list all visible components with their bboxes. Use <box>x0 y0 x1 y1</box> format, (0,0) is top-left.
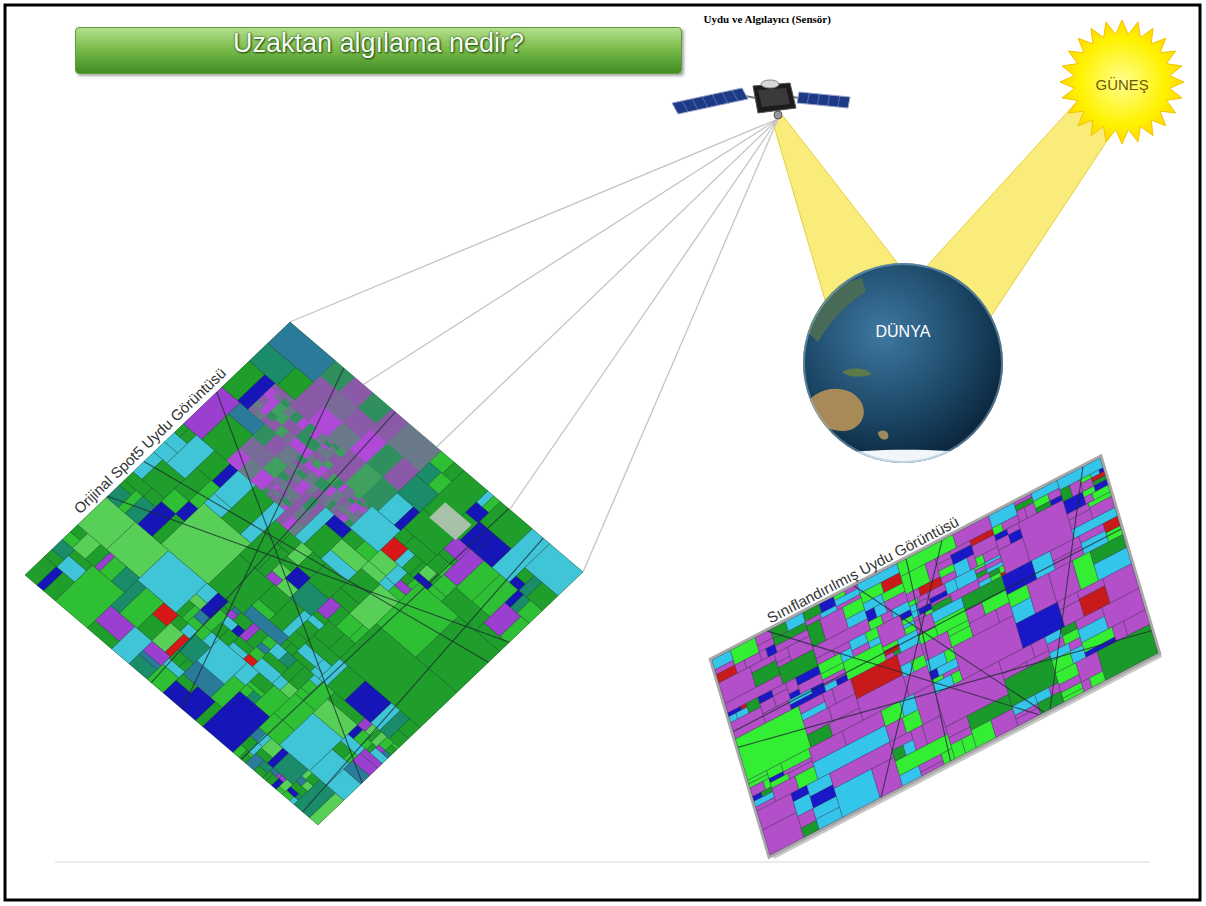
field-patch <box>801 820 819 837</box>
land <box>842 368 872 376</box>
road-line <box>893 559 965 761</box>
field-patch <box>1016 707 1041 725</box>
sensor-lens <box>774 111 782 119</box>
field-patch <box>1089 671 1105 687</box>
road-line <box>79 368 447 709</box>
node-label: GÜNEŞ <box>1096 76 1149 93</box>
panel-grid <box>732 90 738 101</box>
satellite-sensor: Uydu ve Algılayıcı (Sensör) <box>668 6 858 128</box>
title-text: Uzaktan algılama nedir? <box>76 28 681 59</box>
view-line <box>583 119 778 572</box>
road-line <box>108 392 510 746</box>
field-patch <box>834 769 880 817</box>
satellite-body <box>758 88 790 107</box>
solar-panel <box>672 88 748 114</box>
satellite-image-art <box>20 315 595 830</box>
road-line <box>241 506 509 761</box>
sun-star: GÜNEŞ <box>1055 12 1190 152</box>
view-line <box>290 119 778 322</box>
ocean <box>803 263 1003 463</box>
panel-grid <box>807 93 809 104</box>
earth-globe: DÜNYA <box>803 263 1003 463</box>
image-mosaic <box>25 322 583 825</box>
panel-grid <box>702 97 708 108</box>
classified-image-art <box>700 445 1175 865</box>
image-frame <box>712 458 1158 855</box>
view-line <box>363 119 778 385</box>
field-patch <box>1063 688 1084 702</box>
connector <box>290 119 778 572</box>
field-patch <box>921 761 945 776</box>
panel-grid <box>838 96 840 107</box>
view-line <box>510 119 778 510</box>
bottom-rule <box>55 861 1150 863</box>
image-ground <box>25 322 583 825</box>
land <box>878 430 888 439</box>
atmosphere <box>804 264 1002 462</box>
panel-grid <box>722 92 728 103</box>
field-patch <box>816 807 842 829</box>
node-label: Uydu ve Algılayıcı (Sensör) <box>704 13 831 25</box>
image-shadow <box>716 462 1162 859</box>
field-patch <box>525 544 583 596</box>
road-line <box>130 412 416 683</box>
outer-border <box>5 5 1200 900</box>
node-label: DÜNYA <box>876 323 931 341</box>
solar-panel <box>797 92 850 108</box>
field-patch <box>900 766 922 786</box>
panel-grid <box>817 94 819 105</box>
road-line <box>144 412 489 711</box>
panel-grid <box>828 95 830 106</box>
panel-grid <box>712 94 718 105</box>
view-line <box>437 119 779 447</box>
road-line <box>278 538 568 812</box>
classified-image: Sınıflandırılmış Uydu Görüntüsü <box>700 445 1175 865</box>
road-line <box>767 520 1039 826</box>
road-line <box>992 467 1141 709</box>
title-banner: Uzaktan algılama nedir? <box>75 27 682 74</box>
field-patch <box>763 812 804 855</box>
image-mosaic <box>712 458 1158 855</box>
satellite-image: Orijinal Spot5 Uydu Görüntüsü <box>20 315 595 830</box>
airport <box>429 502 471 540</box>
panel-grid <box>692 99 698 110</box>
land <box>805 278 866 342</box>
ice <box>830 450 985 470</box>
field-patch <box>500 616 529 643</box>
antenna-dish <box>761 80 779 88</box>
road-line <box>733 529 1121 732</box>
continents <box>805 278 985 470</box>
sun-rays <box>1060 20 1184 144</box>
image-ground <box>712 458 1158 855</box>
road-line <box>738 545 1151 832</box>
earth-globe-art <box>803 263 1003 463</box>
panel-grid <box>682 101 688 112</box>
field-patch <box>1097 624 1158 680</box>
